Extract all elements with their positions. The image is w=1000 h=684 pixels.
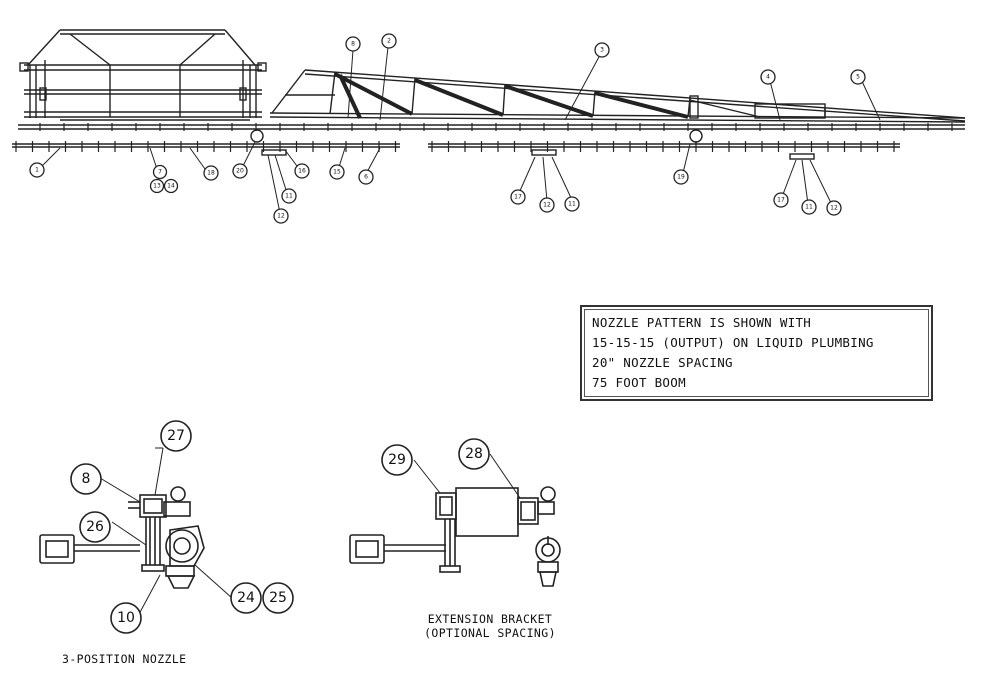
callout-29: 29 bbox=[381, 444, 413, 476]
nozzle-ticks bbox=[15, 123, 953, 152]
svg-text:16: 16 bbox=[298, 168, 306, 175]
nozzle-pattern-note: NOZZLE PATTERN IS SHOWN WITH 15-15-15 (O… bbox=[580, 305, 933, 401]
svg-text:19: 19 bbox=[677, 174, 685, 181]
callout-11-center: 11 bbox=[564, 196, 580, 212]
callout-11-left: 11 bbox=[281, 188, 297, 204]
callout-15: 15 bbox=[329, 164, 345, 180]
extension-bracket-leaders bbox=[413, 453, 521, 499]
note-line-1: NOZZLE PATTERN IS SHOWN WITH bbox=[592, 315, 812, 330]
svg-text:1: 1 bbox=[35, 167, 39, 174]
callout-12-center: 12 bbox=[539, 197, 555, 213]
extension-bracket-detail bbox=[349, 486, 561, 587]
svg-text:12: 12 bbox=[277, 213, 285, 220]
callout-6: 6 bbox=[358, 169, 374, 185]
note-line-4: 75 FOOT BOOM bbox=[592, 375, 686, 390]
svg-text:12: 12 bbox=[543, 202, 551, 209]
callout-7: 7 bbox=[152, 164, 168, 180]
svg-text:28: 28 bbox=[465, 446, 483, 462]
callout-11-right: 11 bbox=[801, 199, 817, 215]
svg-text:26: 26 bbox=[86, 519, 104, 535]
svg-text:2: 2 bbox=[387, 38, 391, 45]
svg-text:27: 27 bbox=[167, 428, 185, 444]
leader-lines bbox=[41, 46, 881, 214]
callout-2: 2 bbox=[381, 33, 397, 49]
svg-text:20: 20 bbox=[236, 168, 244, 175]
spray-pipe-left bbox=[12, 143, 400, 148]
svg-text:13: 13 bbox=[153, 183, 161, 190]
callout-25: 25 bbox=[262, 582, 294, 614]
svg-text:10: 10 bbox=[117, 610, 135, 626]
svg-text:3: 3 bbox=[600, 47, 604, 54]
callout-8-top: 8 bbox=[345, 36, 361, 52]
callout-3: 3 bbox=[594, 42, 610, 58]
callout-10: 10 bbox=[110, 602, 142, 634]
spray-pipe-right bbox=[428, 143, 900, 148]
three-position-nozzle-detail bbox=[39, 486, 205, 589]
three-position-leaders bbox=[99, 447, 233, 617]
svg-text:29: 29 bbox=[388, 452, 406, 468]
extension-bracket-label-line1: EXTENSION BRACKET bbox=[427, 612, 553, 626]
note-line-3: 20" NOZZLE SPACING bbox=[592, 355, 733, 370]
callout-13: 13 bbox=[149, 178, 165, 194]
callout-12-left: 12 bbox=[273, 208, 289, 224]
svg-text:25: 25 bbox=[269, 590, 287, 606]
callout-12-right: 12 bbox=[826, 200, 842, 216]
callout-18: 18 bbox=[203, 165, 219, 181]
callout-19: 19 bbox=[673, 169, 689, 185]
svg-text:11: 11 bbox=[568, 201, 576, 208]
callout-16: 16 bbox=[294, 163, 310, 179]
callout-27: 27 bbox=[160, 420, 192, 452]
svg-text:11: 11 bbox=[805, 204, 813, 211]
svg-text:8: 8 bbox=[351, 41, 355, 48]
svg-text:17: 17 bbox=[514, 194, 522, 201]
three-position-nozzle-label: 3-POSITION NOZZLE bbox=[62, 652, 187, 666]
svg-text:11: 11 bbox=[285, 193, 293, 200]
svg-text:5: 5 bbox=[856, 74, 860, 81]
callout-24: 24 bbox=[230, 582, 262, 614]
svg-text:12: 12 bbox=[830, 205, 838, 212]
boom-wing-truss bbox=[269, 69, 966, 123]
svg-text:15: 15 bbox=[333, 169, 341, 176]
extension-bracket-label-line2: (OPTIONAL SPACING) bbox=[424, 626, 556, 640]
center-frame bbox=[19, 29, 267, 121]
main-boom-bar bbox=[18, 124, 965, 130]
hose-couplings bbox=[250, 129, 815, 160]
svg-text:17: 17 bbox=[777, 197, 785, 204]
note-line-2: 15-15-15 (OUTPUT) ON LIQUID PLUMBING bbox=[592, 335, 874, 350]
callout-28: 28 bbox=[458, 438, 490, 470]
callout-1: 1 bbox=[29, 162, 45, 178]
callout-4: 4 bbox=[760, 69, 776, 85]
svg-text:4: 4 bbox=[766, 74, 770, 81]
callout-14: 14 bbox=[163, 178, 179, 194]
callout-5: 5 bbox=[850, 69, 866, 85]
callout-17-center: 17 bbox=[510, 189, 526, 205]
svg-text:7: 7 bbox=[158, 169, 162, 176]
callout-8-detail: 8 bbox=[70, 463, 102, 495]
svg-text:8: 8 bbox=[82, 471, 91, 487]
callout-17-right: 17 bbox=[773, 192, 789, 208]
callout-26: 26 bbox=[79, 511, 111, 543]
svg-text:18: 18 bbox=[207, 170, 215, 177]
svg-text:6: 6 bbox=[364, 174, 368, 181]
extension-bracket-label: EXTENSION BRACKET (OPTIONAL SPACING) bbox=[415, 612, 565, 640]
svg-text:14: 14 bbox=[167, 183, 175, 190]
svg-text:24: 24 bbox=[237, 590, 255, 606]
callout-20: 20 bbox=[232, 163, 248, 179]
